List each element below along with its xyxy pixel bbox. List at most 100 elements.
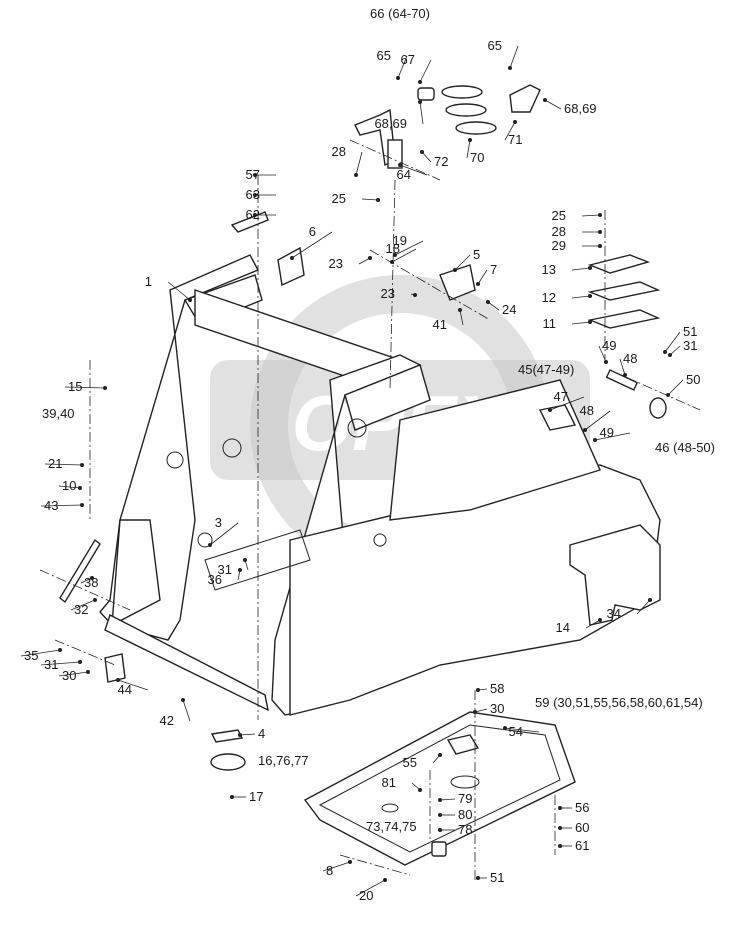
callout-leader <box>466 139 471 159</box>
callout-leader <box>322 861 351 872</box>
callout-number: 20 <box>359 888 373 903</box>
callout-leader <box>439 798 456 801</box>
callout-number: 3 <box>215 515 222 530</box>
callout-leader <box>167 281 191 301</box>
callout-leader <box>209 522 239 546</box>
callout-dot <box>418 100 422 104</box>
callout-leader <box>477 269 488 285</box>
callout-dot <box>348 860 352 864</box>
belly-pan <box>303 711 576 866</box>
bracket-44 <box>104 653 126 683</box>
callout-number: 72 <box>434 154 448 169</box>
callout-dot <box>648 598 652 602</box>
callout-number: 34 <box>607 606 621 621</box>
callout-number: 30 <box>490 701 504 716</box>
callout-dot <box>413 293 417 297</box>
callout-dot <box>93 598 97 602</box>
disc-16 <box>210 753 246 771</box>
callout-leader <box>40 661 81 666</box>
callout-dot <box>438 813 442 817</box>
callout-dot <box>253 193 257 197</box>
callout-leader <box>544 99 562 110</box>
callout-leader <box>40 504 83 507</box>
callout-dot <box>90 576 94 580</box>
callout-leader <box>291 231 333 259</box>
callout-leader <box>394 240 424 256</box>
callout-leader <box>504 727 540 733</box>
callout-leader <box>419 101 424 125</box>
callout-leader <box>20 649 61 657</box>
callout-number: 65 <box>377 48 391 63</box>
callout-dot <box>548 408 552 412</box>
callout-leader <box>487 301 500 311</box>
callout-dot <box>438 798 442 802</box>
callout-leader <box>182 699 191 722</box>
group-labels: 66 (64-70) 45(47-49) 46 (48-50) 59 (30,5… <box>42 6 715 834</box>
callout-dot <box>103 386 107 390</box>
callout-dot <box>476 282 480 286</box>
callout-number: 31 <box>218 562 232 577</box>
callout-number: 24 <box>502 302 516 317</box>
callout-dot <box>666 393 670 397</box>
callout-number: 11 <box>543 316 557 331</box>
callout-number: 28 <box>332 144 346 159</box>
callout-number: 32 <box>74 602 88 617</box>
callout-number: 63 <box>246 187 260 202</box>
callout-dot <box>354 173 358 177</box>
callout-number: 47 <box>554 389 568 404</box>
upper-hardware <box>354 84 541 169</box>
callout-number: 29 <box>552 238 566 253</box>
callout-number: 49 <box>600 425 614 440</box>
callout-leader <box>64 386 106 389</box>
callout-number: 13 <box>542 262 556 277</box>
callout-dot <box>78 660 82 664</box>
callout-number: 57 <box>246 167 260 182</box>
callout-leader <box>355 879 386 897</box>
callout-number: 10 <box>62 478 76 493</box>
callout-dot <box>181 698 185 702</box>
callout-leader <box>361 198 379 201</box>
assembly-axes <box>39 139 701 880</box>
callout-number: 65 <box>488 38 502 53</box>
callout-dot <box>668 353 672 357</box>
callout-leader <box>571 267 591 271</box>
callout-number: 25 <box>552 208 566 223</box>
callout-dot <box>476 876 480 880</box>
callout-number: 50 <box>686 372 700 387</box>
callout-dot <box>558 806 562 810</box>
callout-number: 64 <box>397 167 411 182</box>
callout-dot <box>376 198 380 202</box>
callout-dot <box>396 76 400 80</box>
callout-leader <box>58 671 89 677</box>
callout-number: 68,69 <box>564 101 597 116</box>
callout-leader <box>399 164 428 176</box>
callout-dot <box>543 98 547 102</box>
callout-dot <box>458 308 462 312</box>
callout-leader <box>454 254 471 271</box>
callout-number: 4 <box>258 726 265 741</box>
bracket-14 <box>569 524 661 626</box>
callout-leader <box>598 345 607 363</box>
callout-number: 36 <box>208 572 222 587</box>
callout-dot <box>598 213 602 217</box>
callout-dot <box>558 826 562 830</box>
callout-dot <box>80 503 84 507</box>
callout-number: 7 <box>490 262 497 277</box>
callout-dot <box>238 733 242 737</box>
callout-number: 19 <box>393 233 407 248</box>
callout-dot <box>78 486 82 490</box>
callout-leader <box>239 733 256 736</box>
callout-number: 68,69 <box>374 116 407 131</box>
callout-number: 30 <box>62 668 76 683</box>
callout-dot <box>253 173 257 177</box>
callout-number: 8 <box>326 863 333 878</box>
callout-dot <box>598 618 602 622</box>
callout-number: 71 <box>508 132 522 147</box>
callout-number: 41 <box>433 317 447 332</box>
callout-dot <box>86 670 90 674</box>
callout-number: 25 <box>332 191 346 206</box>
label-right-upper: 45(47-49) <box>518 362 574 377</box>
callout-leader <box>571 321 591 325</box>
callout-dot <box>398 163 402 167</box>
callout-dot <box>468 138 472 142</box>
